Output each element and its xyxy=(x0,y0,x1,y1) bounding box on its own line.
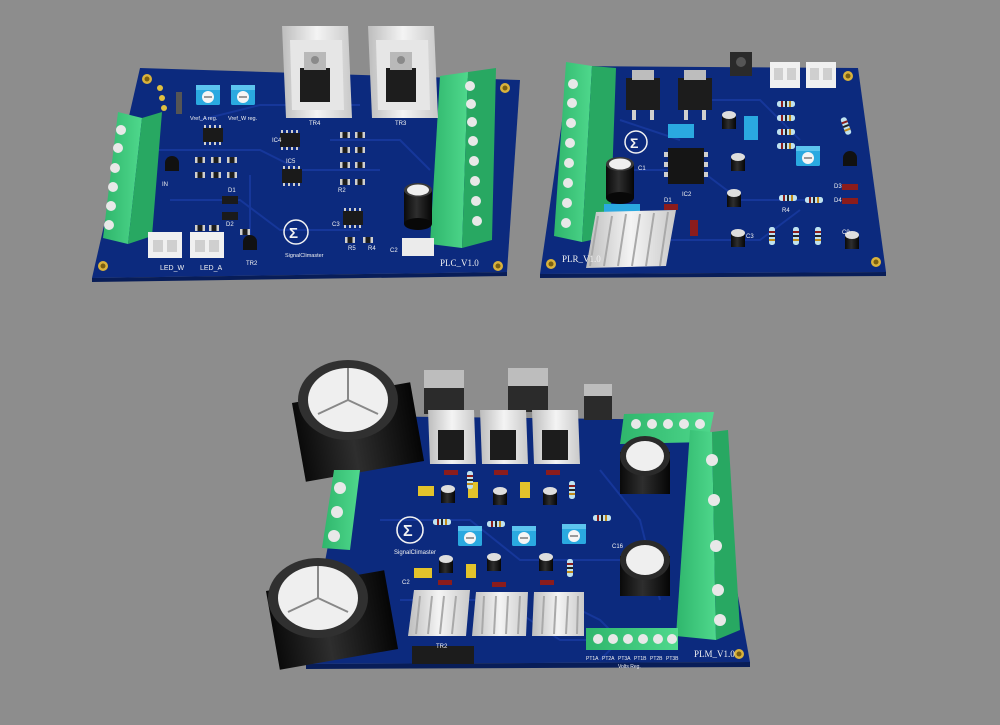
r2-label: R2 xyxy=(338,188,346,194)
plm-board: C16 C5 C2 xyxy=(265,360,750,670)
pin-label: PT2B xyxy=(650,656,663,662)
svg-text:Σ: Σ xyxy=(403,523,413,540)
plr-dpak-2 xyxy=(678,70,712,120)
plm-trimmer-2 xyxy=(512,526,536,546)
plc-right-terminal-block xyxy=(430,68,496,248)
plm-logo: Σ xyxy=(396,516,424,544)
plr-heatsink xyxy=(586,210,676,268)
plm-heatsink-1 xyxy=(428,410,476,464)
ic5-label: IC5 xyxy=(286,159,296,165)
plm-heatsink-3 xyxy=(532,410,580,464)
tr2-label: TR2 xyxy=(246,261,258,267)
ic4-label: IC4 xyxy=(272,138,282,144)
d3-label: D3 xyxy=(834,184,842,190)
plc-smd-parts xyxy=(195,132,373,243)
plm-logo-text: SignalClimaster xyxy=(394,550,436,556)
c1-label: C1 xyxy=(638,166,646,172)
svg-text:Σ: Σ xyxy=(289,225,298,242)
tr2-transistor xyxy=(243,235,257,250)
plr-transistor xyxy=(843,151,857,166)
plc-left-terminal-block xyxy=(103,112,162,244)
plr-film-cap xyxy=(668,124,694,138)
volts-reg-label: Volts Reg. xyxy=(618,664,641,670)
plr-c3-label: C3 xyxy=(746,234,754,240)
vref-w-trimmer xyxy=(231,85,255,105)
plr-cap-c1 xyxy=(606,157,634,204)
plm-big-cap-top xyxy=(291,360,425,482)
plr-dpak-1 xyxy=(626,70,660,120)
c9-label: C9 xyxy=(842,230,850,236)
plc-heatsink-tr3 xyxy=(368,26,438,118)
led-a-label: LED_A xyxy=(200,265,223,272)
plm-to220-row xyxy=(424,368,612,420)
r4-label: R4 xyxy=(368,246,376,252)
r5-label: R5 xyxy=(348,246,356,252)
c3-label: C3 xyxy=(332,222,340,228)
plr-version-label: PLR_V1.0 xyxy=(562,254,601,264)
tr4-label: TR4 xyxy=(309,121,321,127)
plc-logo: Σ xyxy=(283,219,309,245)
plc-board: TR4 TR3 Vref_A reg. Vref_W reg. IC4 IC5 xyxy=(92,26,520,282)
plr-left-terminal-block xyxy=(554,62,616,242)
plm-trimmer-1 xyxy=(458,526,482,546)
vref-a-label: Vref_A reg. xyxy=(190,116,218,122)
plc-white-part xyxy=(402,238,434,256)
plc-version-label: PLC_V1.0 xyxy=(440,258,479,268)
plm-tr2-label: TR2 xyxy=(436,644,448,650)
plm-small-parts xyxy=(414,470,611,587)
svg-text:Σ: Σ xyxy=(630,135,638,151)
pin-label: PT1A xyxy=(586,656,599,662)
vref-w-label: Vref_W reg. xyxy=(228,116,258,122)
pin-label: PT1B xyxy=(634,656,647,662)
plc-logo-text: SignalClimaster xyxy=(285,253,324,259)
in-transistor xyxy=(165,156,179,171)
plr-r4-label: R4 xyxy=(782,208,790,214)
d1-label: D1 xyxy=(228,188,236,194)
ic2-label: IC2 xyxy=(682,192,692,198)
pin-label: PT3A xyxy=(618,656,631,662)
mount-hole xyxy=(98,261,108,271)
pin-label: PT3B xyxy=(666,656,679,662)
plm-pin-labels: PT1A PT2A PT3A PT1B PT2B PT3B xyxy=(586,656,679,662)
plm-trimmer-3 xyxy=(562,524,586,544)
plm-bottom-heatsinks xyxy=(408,590,584,636)
d2-label: D2 xyxy=(226,222,234,228)
d4-label: D4 xyxy=(834,198,842,204)
c16-label: C16 xyxy=(612,544,624,550)
plm-bottom-terminal xyxy=(586,628,678,650)
plc-heatsink-tr4 xyxy=(282,26,352,118)
plm-right-terminal-side xyxy=(676,430,740,640)
led-w-label: LED_W xyxy=(160,265,185,272)
pin-label: PT2A xyxy=(602,656,615,662)
plr-board: R4 IC2 C1 C3 C9 D3 D4 D1 xyxy=(540,52,886,278)
plr-top-connectors xyxy=(770,62,836,88)
vref-a-trimmer xyxy=(196,85,220,105)
plr-d1-label: D1 xyxy=(664,198,672,204)
plc-electrolytic-cap xyxy=(404,183,432,230)
plm-heatsink-2 xyxy=(480,410,528,464)
ic-soic xyxy=(203,125,223,145)
plc-led-column xyxy=(157,85,182,114)
in-label: IN xyxy=(162,182,168,188)
plm-c2-label: C2 xyxy=(402,580,410,586)
c2-label: C2 xyxy=(390,248,398,254)
plm-tr2-package xyxy=(412,646,474,664)
plr-diodes xyxy=(664,184,858,236)
plm-big-cap-bottom xyxy=(265,558,399,670)
plm-left-terminal xyxy=(322,470,360,550)
led-a-connector xyxy=(190,232,224,258)
plm-cap-c15 xyxy=(620,436,670,494)
tr3-label: TR3 xyxy=(395,121,407,127)
plr-trimmer xyxy=(796,146,820,166)
led-w-connector xyxy=(148,232,182,258)
plm-cap-c16 xyxy=(620,540,670,596)
plm-version-label: PLM_V1.0 xyxy=(694,649,735,659)
plr-dip-ic xyxy=(664,148,708,184)
